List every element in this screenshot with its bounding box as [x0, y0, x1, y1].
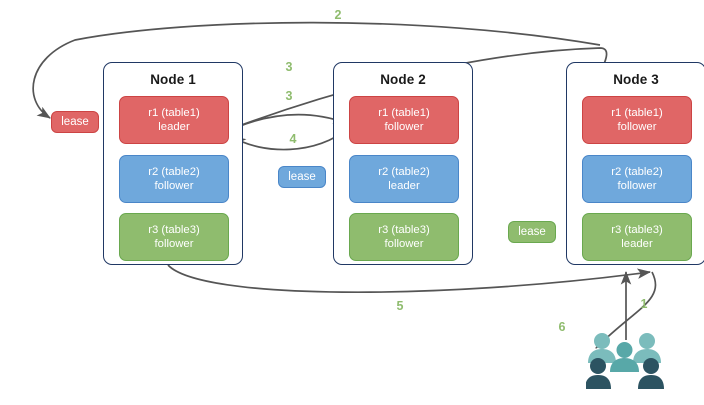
node-container-node1[interactable]: Node 1 r1 (table1) leader r2 (table2) fo… [103, 62, 243, 265]
node-title: Node 1 [150, 72, 196, 87]
replica-line1: r1 (table1) [611, 107, 663, 119]
edge-label-5: 5 [396, 299, 404, 313]
replica-n3r1[interactable]: r1 (table1) follower [582, 96, 692, 144]
replica-n1r3[interactable]: r3 (table3) follower [119, 213, 229, 261]
lease-box-r1[interactable]: lease [51, 111, 99, 133]
node-title: Node 2 [380, 72, 426, 87]
clients-people-icon [586, 333, 664, 389]
lease-box-r2[interactable]: lease [278, 166, 326, 188]
replica-line1: r3 (table3) [378, 224, 430, 236]
node-title: Node 3 [613, 72, 659, 87]
replica-line2: follower [384, 238, 424, 250]
replica-n1r2[interactable]: r2 (table2) follower [119, 155, 229, 203]
replica-line2: leader [388, 180, 420, 192]
edge-5-node1-to-node3 [167, 264, 652, 294]
replica-n3r3[interactable]: r3 (table3) leader [582, 213, 692, 261]
replica-line1: r1 (table1) [378, 107, 430, 119]
replica-line1: r3 (table3) [148, 224, 200, 236]
edge-label-6: 6 [558, 320, 566, 334]
edge-label-3a: 3 [285, 60, 293, 74]
replica-line1: r2 (table2) [378, 166, 430, 178]
edge-label-3b: 3 [285, 89, 293, 103]
edge-label-1: 1 [640, 297, 648, 311]
edge-3-node1-to-node2 [227, 113, 347, 132]
replica-line2: leader [158, 121, 190, 133]
replica-n2r2[interactable]: r2 (table2) leader [349, 155, 459, 203]
replica-n2r1[interactable]: r1 (table1) follower [349, 96, 459, 144]
replica-line2: leader [621, 238, 653, 250]
node-container-node3[interactable]: Node 3 r1 (table1) follower r2 (table2) … [566, 62, 704, 265]
replica-n1r1[interactable]: r1 (table1) leader [119, 96, 229, 144]
replica-line1: r2 (table2) [148, 166, 200, 178]
replica-line2: follower [154, 238, 194, 250]
edge-label-2: 2 [334, 8, 342, 22]
replica-line2: follower [154, 180, 194, 192]
replica-line1: r3 (table3) [611, 224, 663, 236]
lease-box-r3[interactable]: lease [508, 221, 556, 243]
replica-line2: follower [617, 121, 657, 133]
edge-label-4: 4 [289, 132, 297, 146]
replica-line1: r1 (table1) [148, 107, 200, 119]
replica-line2: follower [617, 180, 657, 192]
replica-n3r2[interactable]: r2 (table2) follower [582, 155, 692, 203]
replica-line2: follower [384, 121, 424, 133]
replica-n2r3[interactable]: r3 (table3) follower [349, 213, 459, 261]
replica-line1: r2 (table2) [611, 166, 663, 178]
node-container-node2[interactable]: Node 2 r1 (table1) follower r2 (table2) … [333, 62, 473, 265]
